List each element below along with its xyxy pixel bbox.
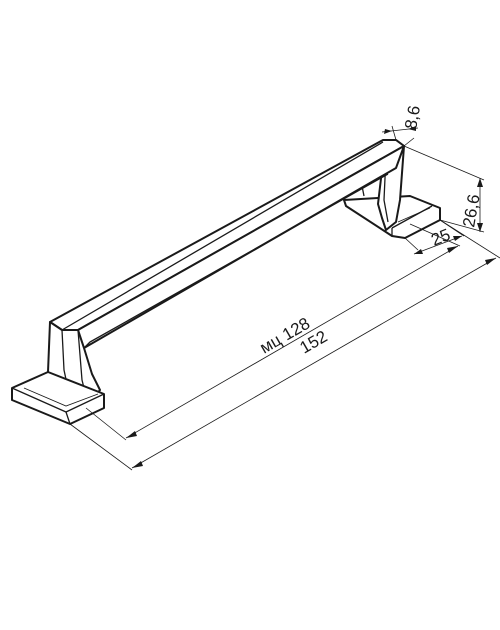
depth-label: 8,6: [401, 104, 424, 131]
left-base: [11, 371, 105, 425]
dimension-height: 26,6: [403, 145, 485, 233]
dimension-center-distance: мц 128: [85, 223, 461, 441]
handle-bar: [49, 139, 405, 349]
dimension-depth: 8,6: [381, 104, 424, 147]
